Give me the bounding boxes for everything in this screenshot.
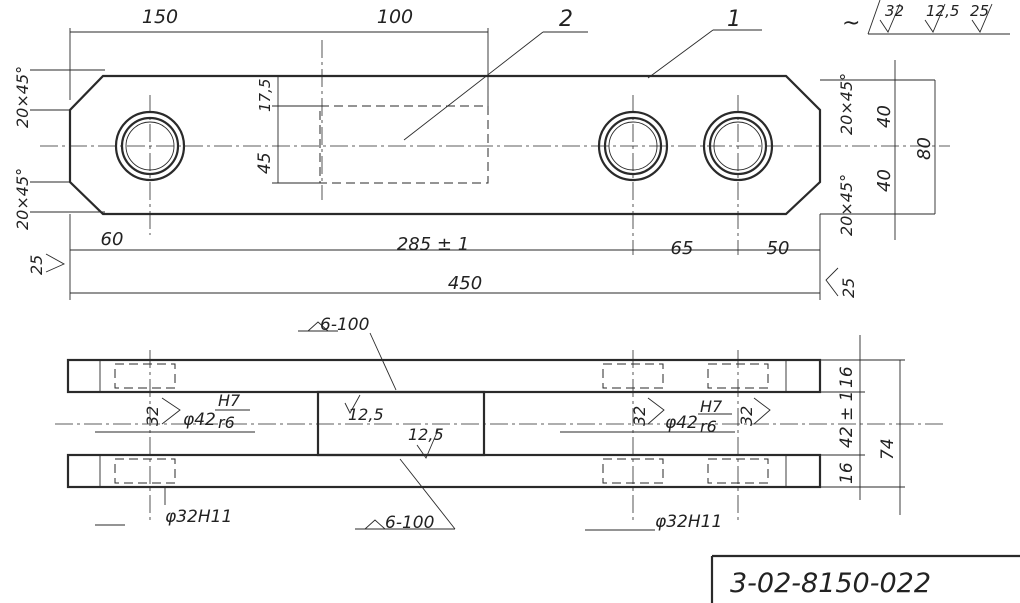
chamfer-bottom-right: 20×45° — [837, 174, 856, 236]
dim-16-top: 16 — [837, 366, 857, 388]
dim-42: 42 ± 1 — [837, 391, 857, 449]
hole-middle — [597, 110, 669, 182]
dim-17-5: 17,5 — [256, 79, 274, 112]
dim-450: 450 — [448, 273, 482, 294]
fit-note-right: 32 φ42 H7 r6 32 — [560, 397, 771, 436]
svg-text:32: 32 — [143, 406, 162, 426]
plan-view: 150 100 1 2 ~ 32 12,5 25 20×45° 20×45° 2… — [13, 0, 1010, 300]
roughness-right: 25 — [839, 278, 858, 298]
section-bottom-plate — [66, 453, 822, 489]
dim-40-bottom: 40 — [874, 169, 895, 192]
section-spacer — [316, 390, 486, 457]
roughness-symbol: ~ 32 12,5 25 — [842, 0, 1010, 36]
chamfer-top-right: 20×45° — [837, 73, 856, 135]
dim-45: 45 — [255, 152, 275, 174]
section-view: 6-100 6-100 12,5 12,5 32 φ42 H7 r6 32 φ4… — [55, 315, 945, 533]
svg-text:25: 25 — [970, 2, 989, 20]
callout-part-2: 2 — [559, 7, 573, 32]
hole-left — [114, 110, 186, 182]
weld-top: 6-100 — [320, 315, 369, 335]
hole-right — [702, 110, 774, 182]
callout-part-1: 1 — [727, 7, 741, 32]
svg-text:r6: r6 — [700, 417, 717, 436]
svg-text:φ42: φ42 — [665, 413, 698, 433]
dim-16-bottom: 16 — [837, 462, 857, 484]
dim-74: 74 — [878, 438, 898, 460]
dim-285: 285 ± 1 — [397, 234, 469, 255]
svg-text:H7: H7 — [218, 391, 241, 410]
link-plate-outline — [68, 74, 822, 216]
hole-note-left: φ32H11 — [165, 507, 232, 527]
title-block: 3-02-8150-022 — [710, 554, 1020, 603]
roughness-left: 25 — [27, 255, 46, 275]
svg-text:~: ~ — [842, 11, 860, 36]
chamfer-bottom-left: 20×45° — [13, 168, 32, 230]
hole-note-right: φ32H11 — [655, 512, 722, 532]
svg-text:12,5: 12,5 — [926, 2, 959, 20]
dim-60: 60 — [101, 229, 124, 250]
drawing-number: 3-02-8150-022 — [730, 568, 931, 599]
weld-bottom: 6-100 — [385, 513, 434, 533]
svg-text:r6: r6 — [218, 413, 235, 432]
svg-text:φ42: φ42 — [183, 410, 216, 430]
svg-text:32: 32 — [737, 406, 756, 426]
dim-40-top: 40 — [874, 105, 895, 128]
fit-note-left: 32 φ42 H7 r6 — [95, 391, 255, 433]
section-top-plate — [66, 358, 822, 394]
roughness-125-b: 12,5 — [408, 425, 444, 444]
chamfer-top-left: 20×45° — [13, 66, 32, 128]
hidden-insert — [319, 105, 489, 184]
dim-150: 150 — [142, 6, 178, 28]
dim-100: 100 — [377, 6, 413, 28]
roughness-125-a: 12,5 — [348, 405, 384, 424]
dim-65: 65 — [671, 238, 694, 259]
svg-text:H7: H7 — [700, 397, 723, 416]
dim-50: 50 — [767, 238, 790, 259]
dim-80: 80 — [914, 137, 935, 160]
svg-text:32: 32 — [630, 406, 649, 426]
